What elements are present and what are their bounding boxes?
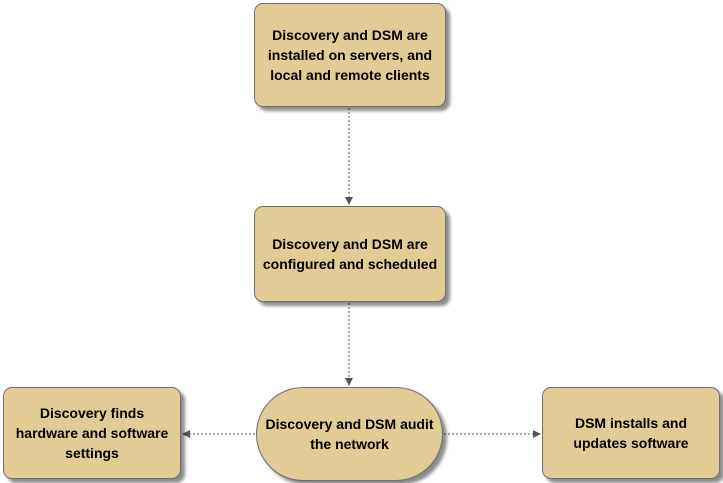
result-dsm-installs-label: DSM installs and updates software	[573, 415, 689, 451]
step-audit-node: Discovery and DSM audit the network	[256, 387, 443, 481]
result-dsm-installs-node: DSM installs and updates software	[542, 387, 720, 479]
step-configured-label: Discovery and DSM are configured and sch…	[262, 236, 438, 272]
step-audit-label: Discovery and DSM audit the network	[265, 416, 434, 452]
step-installed-label: Discovery and DSM are installed on serve…	[267, 27, 433, 83]
result-discovery-finds-label: Discovery finds hardware and software se…	[15, 405, 169, 461]
step-installed-node: Discovery and DSM are installed on serve…	[254, 3, 446, 107]
result-discovery-finds-node: Discovery finds hardware and software se…	[3, 387, 181, 479]
step-configured-node: Discovery and DSM are configured and sch…	[254, 206, 446, 302]
